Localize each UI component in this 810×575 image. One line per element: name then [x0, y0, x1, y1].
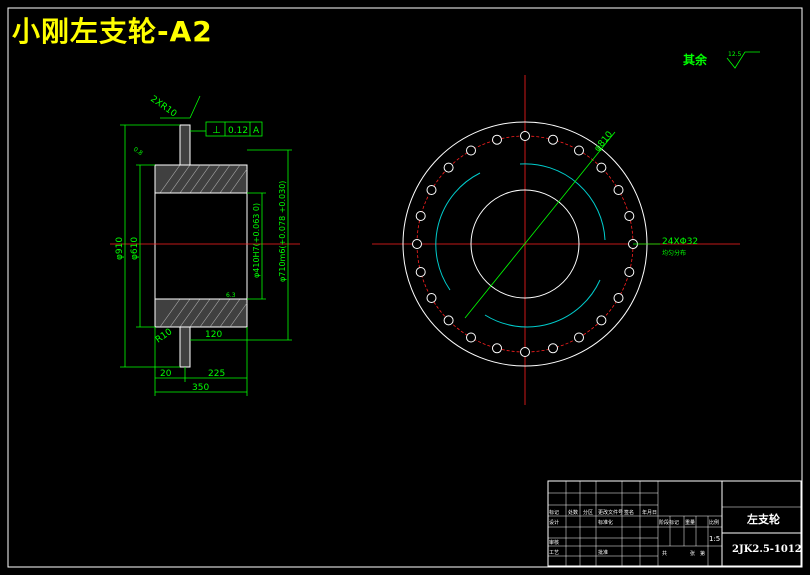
- bolt-holes: [412, 131, 638, 357]
- tolerance-frame: [190, 121, 263, 137]
- label-dim-r10: R10: [154, 327, 174, 346]
- tb-sign: 签名: [624, 509, 634, 516]
- bolt-hole: [466, 332, 476, 343]
- label-tolerance-symbol: ⊥: [212, 125, 221, 136]
- section-view: 2XR10 ⊥ 0.12 A 0.8 φ910 φ610 φ410H7(+0.0…: [110, 94, 300, 396]
- bolt-hole: [574, 332, 584, 343]
- label-dim-225: 225: [208, 369, 225, 379]
- bolt-hole: [596, 162, 607, 173]
- tb-mark: 标记: [549, 509, 559, 516]
- tb-review: 审核: [549, 539, 559, 546]
- label-dim-910: φ910: [115, 237, 125, 260]
- bolt-hole: [613, 185, 624, 195]
- bolt-hole: [426, 293, 437, 303]
- label-dim-120: 120: [205, 330, 222, 340]
- tb-page: 第: [700, 550, 705, 557]
- tb-part-name: 左支轮: [746, 512, 780, 526]
- label-dim-20: 20: [160, 369, 172, 379]
- bolt-hole: [492, 134, 502, 145]
- bolt-hole: [520, 131, 530, 141]
- label-roughness-left: 0.8: [132, 146, 144, 157]
- label-bolt-circle: φ810: [593, 130, 616, 154]
- tb-design: 设计: [549, 519, 559, 526]
- roughness-value: 12.5: [728, 51, 742, 58]
- label-dim-610: φ610: [130, 237, 140, 260]
- tb-sheet: 张: [690, 550, 695, 557]
- bolt-hole: [596, 315, 607, 326]
- bolt-hole: [412, 239, 422, 249]
- bolt-hole: [548, 343, 558, 354]
- tb-stage: 阶段标记: [659, 519, 679, 526]
- bolt-hole: [415, 211, 426, 221]
- tb-zone: 分区: [583, 509, 593, 516]
- label-dim-roughness2: 6.3: [226, 292, 236, 299]
- bolt-hole: [492, 343, 502, 354]
- label-datum: A: [253, 126, 260, 136]
- bolt-hole: [548, 134, 558, 145]
- surface-note: 其余 12.5: [683, 51, 760, 69]
- bolt-hole: [624, 211, 635, 221]
- surface-note-text: 其余: [683, 52, 708, 67]
- bolt-hole: [613, 293, 624, 303]
- label-dim-710: φ710m6(+0.078 +0.030): [278, 181, 287, 282]
- tb-standard: 标准化: [598, 519, 613, 526]
- tb-approve: 批准: [598, 549, 608, 556]
- tb-total: 共: [662, 550, 667, 557]
- bolt-hole: [520, 347, 530, 357]
- label-tolerance-value: 0.12: [228, 126, 248, 136]
- bolt-hole: [574, 145, 584, 156]
- bolt-hole: [443, 162, 454, 173]
- bolt-hole: [443, 315, 454, 326]
- label-dim-350: 350: [192, 383, 209, 393]
- tb-count: 处数: [568, 509, 578, 516]
- label-dim-410: φ410H7(+0.063 0): [252, 203, 261, 278]
- tb-drawing-no: 2JK2.5-1012: [732, 544, 802, 555]
- tb-weight: 重量: [685, 519, 695, 526]
- bolt-hole: [624, 267, 635, 277]
- bolt-hole: [426, 185, 437, 195]
- label-holes: 24XΦ32: [662, 237, 698, 247]
- label-chamfer-hole: 2XR10: [148, 94, 178, 119]
- title-block: 标记 处数 分区 更改文件号 签名 年月日 设计 标准化 审核 工艺 批准 阶段…: [547, 480, 802, 567]
- bolt-hole: [415, 267, 426, 277]
- tb-scale: 1:5: [709, 535, 720, 543]
- label-holes-sub: 均匀分布: [662, 249, 686, 257]
- tb-craft: 工艺: [549, 550, 559, 556]
- front-view: φ810 24XΦ32 均匀分布: [372, 75, 740, 405]
- tb-date: 年月日: [642, 509, 657, 516]
- drawing-frame: [7, 7, 803, 568]
- drawing-title: 小刚左支轮-A2: [12, 15, 213, 48]
- tb-doc: 更改文件号: [598, 509, 623, 516]
- bolt-hole: [466, 145, 476, 156]
- tb-ratio: 比例: [709, 519, 719, 526]
